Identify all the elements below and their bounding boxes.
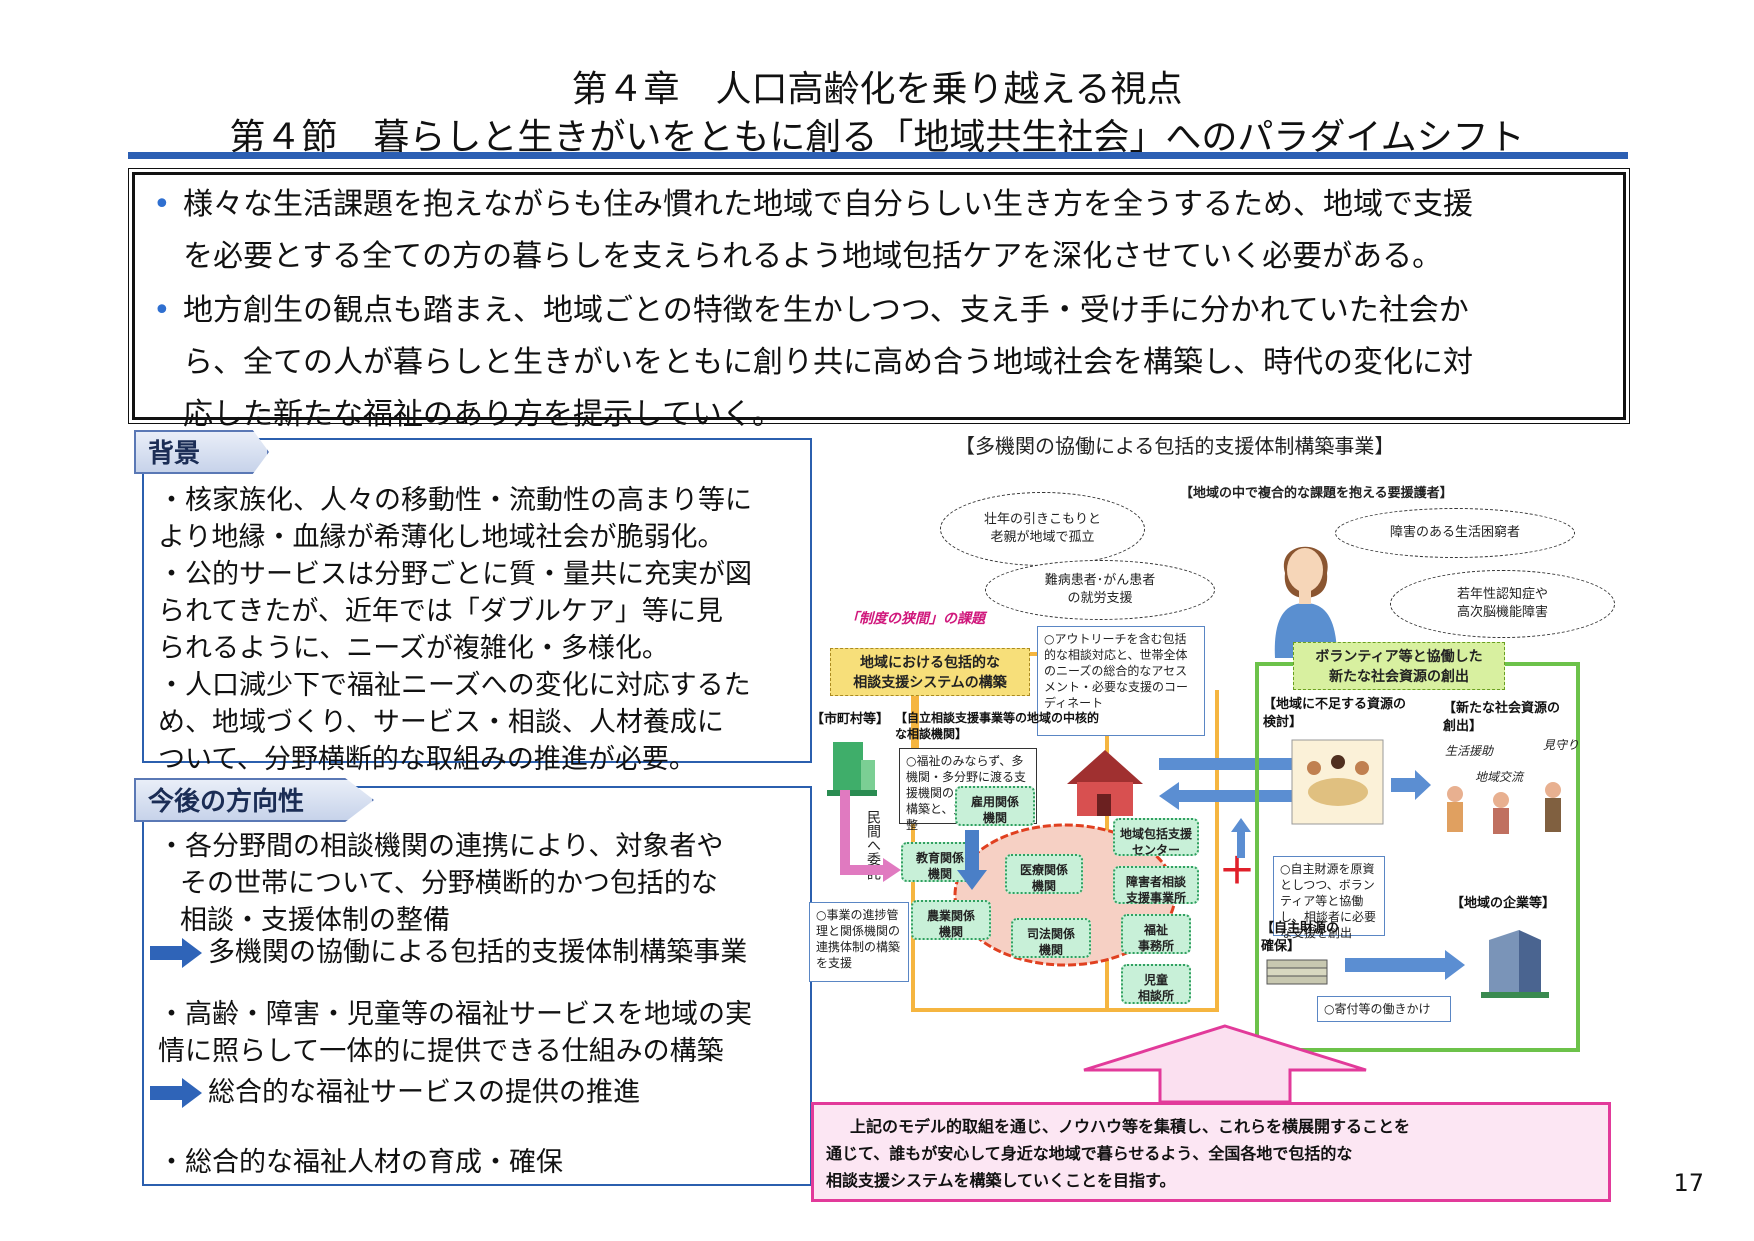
direction-result-1: 多機関の協働による包括的支援体制構築事業 [208,937,748,968]
background-tag: 背景 [134,430,269,474]
up-arrow-icon [1083,1024,1367,1104]
direction-panel: ・各分野間の相談機関の連携により、対象者や その世帯について、分野横断的かつ包括… [142,786,812,1186]
direction-line: 相談・支援体制の整備 [180,905,450,936]
system-box: 地域における包括的な 相談支援システムの構築 [830,648,1030,696]
orange-frame-right [1215,690,1219,1012]
core-agency-label: 【自立相談支援事業等の地域の中核的な相談機関】 [895,711,1100,741]
agency-box: 福祉 事務所 [1121,914,1191,954]
municipality-label: 【市町村等】 [811,712,890,727]
resource-label: 見守り [1543,738,1580,752]
support-system-diagram: 【多機関の協働による包括的支援体制構築事業】 【地域の中で複合的な課題を抱える要… [809,430,1635,1210]
down-arrow-icon [957,830,987,890]
horizontal-arrows-icon [1159,750,1319,810]
agency-box: 地域包括支援 センター [1113,818,1199,857]
gap-label: 「制度の狭間」の課題 [845,611,985,627]
summary-item: • 地方創生の観点も踏まえ、地域ごとの特徴を生かしつつ、支え手・受け手に分かれて… [149,285,1613,441]
bullet-icon: • [153,293,171,328]
own-funds-note: ○自主財源を原資としつつ、ボランティア等と協働し、相談者に必要な支援を創出 [1273,856,1385,940]
direction-tag: 今後の方向性 [134,778,374,822]
direction-line: 情に照らして一体的に提供できる仕組みの構築 [158,1036,724,1067]
background-text: ・核家族化、人々の移動性・流動性の高まり等に より地縁・血縁が希薄化し地域社会が… [158,482,752,778]
summary-line: 地方創生の観点も踏まえ、地域ごとの特徴を生かしつつ、支え手・受け手に分かれていた… [183,293,1469,328]
right-arrow-icon [150,1078,202,1108]
bullet-icon: • [153,187,171,222]
background-line: より地縁・血縁が希薄化し地域社会が脆弱化。 [158,522,725,553]
resource-label: 生活援助 [1445,744,1494,758]
direction-line: ・高齢・障害・児童等の福祉サービスを地域の実 [158,999,752,1030]
background-line: ついて、分野横断的な取組みの推進が必要。 [158,744,696,775]
need-cloud: 壮年の引きこもりと 老親が地域で孤立 [940,492,1145,566]
orange-frame-bottom [911,1008,1219,1012]
page-number: 17 [1673,1169,1704,1197]
title-rule [128,152,1628,159]
right-arrow-icon [1345,950,1465,980]
agency-box: 雇用関係 機関 [955,786,1035,826]
section-title: 第４節 暮らしと生きがいをともに創る「地域共生社会」へのパラダイムシフト [229,117,1525,158]
progress-note: ○事業の進捗管理と関係機関の連携体制の構築を支援 [809,902,909,982]
resource-label: 地域交流 [1475,770,1524,784]
agency-box: 児童 相談所 [1121,964,1191,1004]
needs-title: 【地域の中で複合的な課題を抱える要援護者】 [1180,486,1453,501]
money-stack-icon [1266,959,1328,985]
right-arrow-icon [1391,770,1431,800]
background-line: られてきたが、近年では「ダブルケア」等に見 [158,596,723,627]
summary-line: を必要とする全ての方の暮らしを支えられるよう地域包括ケアを深化させていく必要があ… [183,239,1443,274]
conclusion-box: 上記のモデル的取組を通じ、ノウハウ等を集積し、これらを横展開することを 通じて、… [811,1102,1611,1202]
community-icon [1447,782,1561,834]
background-line: られるように、ニーズが複雑化・多様化。 [158,633,669,664]
pink-arrow-icon [840,790,901,882]
need-cloud: 難病患者･がん患者 の就労支援 [985,560,1215,620]
background-line: ・人口減少下で福祉ニーズへの変化に対応するた [158,670,751,701]
summary-line: ら、全ての人が暮らしと生きがいをともに創り共に高め合う地域社会を構築し、時代の変… [183,345,1473,380]
conclusion-line: 相談支援システムを構築していくことを目指す。 [826,1171,1176,1190]
agency-box: 医療関係 機関 [1005,854,1083,894]
summary-box: • 様々な生活課題を抱えながらも住み慣れた地域で自分らしい生き方を全うするため、… [128,168,1630,432]
meeting-icon [1291,739,1384,825]
direction-item-1: ・各分野間の相談機関の連携により、対象者や その世帯について、分野横断的かつ包括… [158,828,723,939]
shortage-label: 【地域に不足する資源の 検討】 [1263,697,1407,730]
background-panel: ・核家族化、人々の移動性・流動性の高まり等に より地縁・血縁が希薄化し地域社会が… [142,438,812,775]
summary-line: 様々な生活課題を抱えながらも住み慣れた地域で自分らしい生き方を全うするため、地域… [183,187,1473,222]
need-cloud: 障害のある生活困窮者 [1335,508,1575,558]
conclusion-line: 上記のモデル的取組を通じ、ノウハウ等を集積し、これらを横展開することを [850,1117,1411,1136]
up-arrow-icon [1231,818,1251,858]
background-line: ・公的サービスは分野ごとに質・量共に充実が図 [158,559,752,590]
chapter-title: 第４章 人口高齢化を乗り越える視点 [571,69,1183,110]
direction-item-3: ・総合的な福祉人材の育成・確保 [158,1147,563,1178]
conclusion-line: 通じて、誰もが安心して身近な地域で暮らせるよう、全国各地で包括的な [826,1144,1353,1163]
summary-item: • 様々な生活課題を抱えながらも住み慣れた地域で自分らしい生き方を全うするため、… [149,179,1613,283]
summary-line: 応した新たな福祉のあり方を提示していく。 [183,397,783,432]
outreach-note: ○アウトリーチを含む包括的な相談対応と、世帯全体のニーズの総合的なアセスメント・… [1037,626,1205,736]
outsourcing-label: 民間へ委託 [865,810,881,880]
direction-item-2: ・高齢・障害・児童等の福祉サービスを地域の実 情に照らして一体的に提供できる仕組… [158,996,752,1070]
diagram-heading: 【多機関の協働による包括的支援体制構築事業】 [955,434,1395,458]
direction-line: ・各分野間の相談機関の連携により、対象者や [158,831,724,862]
right-arrow-icon [150,938,202,968]
background-line: め、地域づくり、サービス・相談、人材養成に [158,707,724,738]
volunteer-box: ボランティア等と協働した 新たな社会資源の創出 [1293,642,1505,690]
agency-box: 司法関係 機関 [1011,918,1091,958]
company-building-icon [1481,930,1549,998]
city-hall-icon [827,742,877,796]
donation-note: ○寄付等の働きかけ [1317,996,1451,1022]
person-icon [1274,546,1337,658]
need-cloud: 若年性認知症や 高次脳機能障害 [1390,570,1615,638]
direction-line: その世帯について、分野横断的かつ包括的な [180,868,718,899]
companies-label: 【地域の企業等】 [1451,896,1556,911]
house-icon [1067,750,1143,816]
new-resource-label: 【新たな社会資源の 創出】 [1443,701,1561,734]
background-line: ・核家族化、人々の移動性・流動性の高まり等に [158,485,752,516]
agency-box: 障害者相談 支援事業所 [1113,866,1199,905]
direction-result-2: 総合的な福祉サービスの提供の推進 [208,1077,640,1108]
agency-box: 農業関係 機関 [911,900,991,940]
orange-frame-left [911,652,915,1012]
own-funds-label: 【自主財源の 確保】 [1261,921,1340,954]
